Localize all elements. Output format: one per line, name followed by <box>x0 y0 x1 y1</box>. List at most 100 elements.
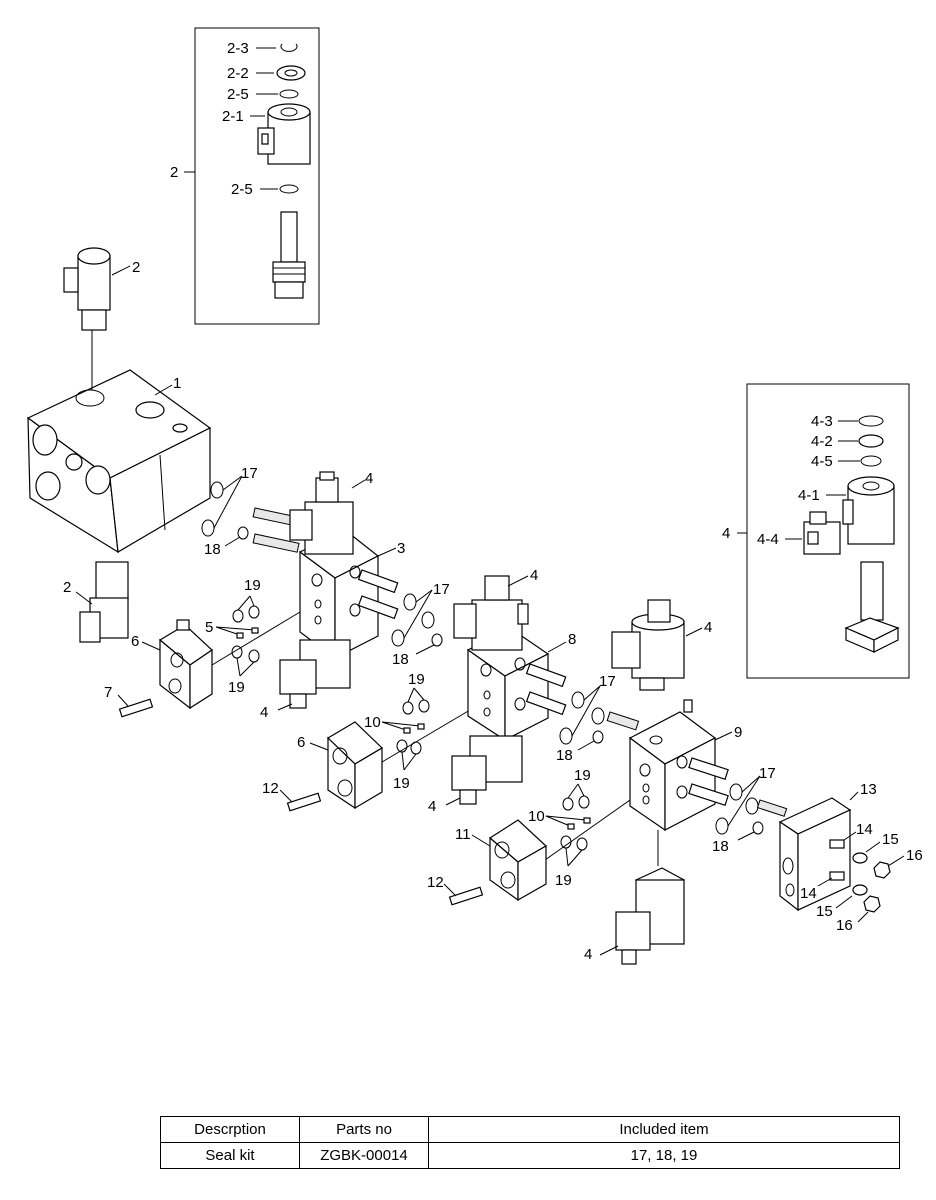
connector-4-4 <box>803 511 841 555</box>
end-cover-13 <box>756 797 852 912</box>
cartridge-2-top <box>63 247 111 331</box>
coil-2-1 <box>257 103 311 165</box>
callout-6-a: 6 <box>131 633 139 650</box>
cartridge-2-detail <box>272 211 306 299</box>
callout-4-1: 4-1 <box>798 487 820 504</box>
callout-10-a: 10 <box>364 714 381 731</box>
bolt-7 <box>118 698 154 718</box>
cartridge-2-bottom <box>79 561 129 643</box>
valve-body-1 <box>26 369 212 554</box>
cell-parts-no: ZGBK-00014 <box>299 1142 429 1169</box>
snap-ring-2-3 <box>280 43 298 52</box>
callout-17-d: 17 <box>759 765 776 782</box>
callout-19-b: 19 <box>228 679 245 696</box>
callout-4-e: 4 <box>704 619 712 636</box>
callout-17-a: 17 <box>241 465 258 482</box>
detail-box-2 <box>194 27 320 325</box>
callout-9: 9 <box>734 724 742 741</box>
callout-2-2: 2-2 <box>227 65 249 82</box>
callout-13: 13 <box>860 781 877 798</box>
callout-2-top: 2 <box>132 259 140 276</box>
callout-4-4: 4-4 <box>757 531 779 548</box>
washer-15-b <box>852 884 868 896</box>
bolt-12-a <box>286 792 322 812</box>
callout-18-d: 18 <box>712 838 729 855</box>
o-ring-2-5-top <box>279 89 299 99</box>
callout-18-b: 18 <box>392 651 409 668</box>
callout-16-a: 16 <box>906 847 923 864</box>
callout-4-5: 4-5 <box>811 453 833 470</box>
callout-19-d: 19 <box>393 775 410 792</box>
callout-2-5-bottom: 2-5 <box>231 181 253 198</box>
detail-box-4 <box>746 383 910 679</box>
callout-2-5-top: 2-5 <box>227 86 249 103</box>
cell-included-item: 17, 18, 19 <box>428 1142 900 1169</box>
solenoid-4-right <box>611 599 685 691</box>
o-ring-2-5-bottom <box>279 184 299 194</box>
header-description: Descrption <box>160 1116 300 1143</box>
callout-7: 7 <box>104 684 112 701</box>
valve-module-9 <box>606 699 729 832</box>
o-ring-17-b <box>201 519 215 537</box>
callout-19-e: 19 <box>574 767 591 784</box>
washer-2-2 <box>276 65 306 81</box>
callout-15-b: 15 <box>816 903 833 920</box>
callout-1: 1 <box>173 375 181 392</box>
callout-14-b: 14 <box>800 885 817 902</box>
o-ring-19-a <box>232 609 244 623</box>
plate-6-a <box>158 619 213 710</box>
o-ring-19-b <box>248 605 260 619</box>
callout-2-bottom: 2 <box>63 579 71 596</box>
callout-4-detail: 4 <box>722 525 730 542</box>
o-ring-17-d <box>391 629 405 647</box>
callout-19-a: 19 <box>244 577 261 594</box>
callout-4-3: 4-3 <box>811 413 833 430</box>
plate-11 <box>488 819 548 902</box>
callout-18-a: 18 <box>204 541 221 558</box>
o-ring-17-a <box>210 481 224 499</box>
callout-2-3: 2-3 <box>227 40 249 57</box>
callout-4-2: 4-2 <box>811 433 833 450</box>
callout-12-b: 12 <box>427 874 444 891</box>
o-ring-4-3 <box>858 415 884 427</box>
bolt-12-b <box>448 886 484 906</box>
valve-module-3 <box>252 471 399 709</box>
nut-16-a <box>873 861 891 879</box>
callout-8: 8 <box>568 631 576 648</box>
callout-15-a: 15 <box>882 831 899 848</box>
callout-17-c: 17 <box>599 673 616 690</box>
callout-10-b: 10 <box>528 808 545 825</box>
callout-4-b: 4 <box>260 704 268 721</box>
cartridge-4-detail <box>844 561 900 653</box>
callout-17-b: 17 <box>433 581 450 598</box>
o-ring-18-b <box>431 633 443 647</box>
plate-6-b <box>327 721 383 810</box>
callout-3: 3 <box>397 540 405 557</box>
valve-module-8 <box>451 575 567 805</box>
callout-19-f: 19 <box>555 872 572 889</box>
washer-4-2 <box>858 434 884 448</box>
header-included-item: Included item <box>428 1116 900 1143</box>
washer-15-a <box>852 852 868 864</box>
callout-4-c: 4 <box>530 567 538 584</box>
callout-4-f: 4 <box>584 946 592 963</box>
callout-16-b: 16 <box>836 917 853 934</box>
o-ring-18-a <box>237 526 249 540</box>
solenoid-4-bottom <box>615 867 686 965</box>
callout-18-c: 18 <box>556 747 573 764</box>
callout-5: 5 <box>205 619 213 636</box>
callout-2-detail: 2 <box>170 164 178 181</box>
header-parts-no: Parts no <box>299 1116 429 1143</box>
callout-14-a: 14 <box>856 821 873 838</box>
cell-description: Seal kit <box>160 1142 300 1169</box>
callout-2-1: 2-1 <box>222 108 244 125</box>
o-ring-19-d <box>248 649 260 663</box>
o-ring-4-5 <box>860 455 882 467</box>
table-row: Seal kit ZGBK-00014 17, 18, 19 <box>160 1142 900 1169</box>
callout-4-a: 4 <box>365 470 373 487</box>
callout-19-c: 19 <box>408 671 425 688</box>
o-ring-19-e <box>402 701 414 715</box>
seal-kit-table: Descrption Parts no Included item Seal k… <box>160 1116 900 1169</box>
nut-16-b <box>863 895 881 913</box>
